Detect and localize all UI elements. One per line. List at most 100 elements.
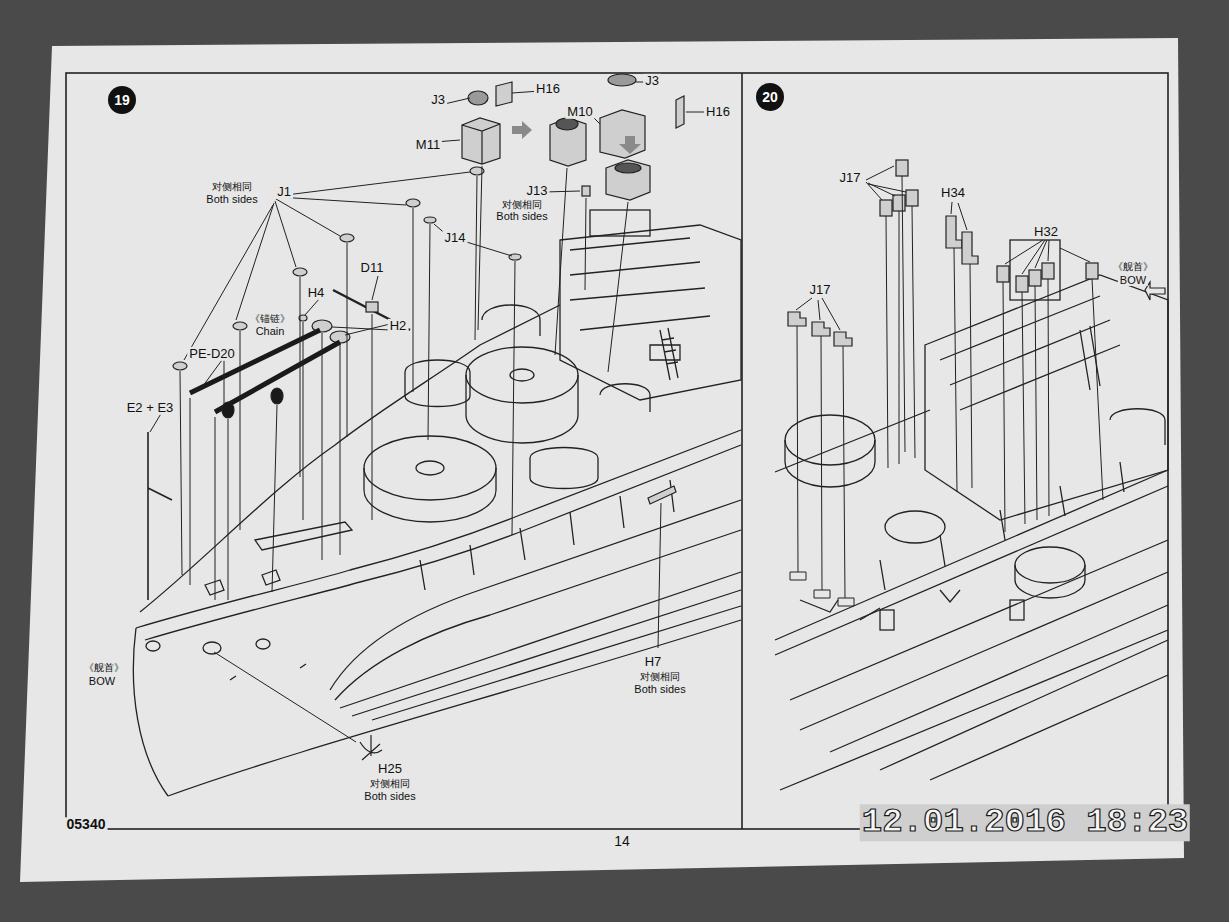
hull-midship-drawing (1110, 409, 1165, 445)
hull-bow-drawing (416, 461, 444, 475)
part-sketches (906, 190, 918, 206)
leader-lines (180, 176, 477, 575)
part-sketches (600, 110, 645, 158)
part-label: 《锚链》 (248, 313, 292, 324)
leader-lines (190, 398, 277, 600)
step-number-text: 20 (762, 90, 778, 104)
hull-midship-drawing (780, 630, 1168, 790)
leader-lines (658, 503, 661, 648)
part-sketches (812, 322, 830, 336)
part-label: H7 (643, 655, 664, 669)
leader-lines (886, 176, 915, 468)
date-stamp: 12.01.2016 18:23 (860, 804, 1190, 841)
part-sketches (946, 216, 962, 248)
part-label: 《舰首》 (1111, 261, 1155, 272)
hull-bow-drawing (340, 572, 741, 708)
hull-bow-drawing (600, 384, 650, 412)
hull-bow-drawing (560, 225, 741, 400)
hull-bow-drawing (530, 448, 598, 489)
hull-bow-drawing (146, 641, 160, 651)
part-label: J3 (429, 93, 447, 107)
hull-midship-drawing (1010, 600, 1024, 620)
part-label: J17 (838, 171, 863, 185)
leader-lines (428, 166, 628, 535)
part-sketches (1016, 276, 1028, 292)
part-label: Both sides (632, 683, 687, 695)
part-sketches (676, 96, 684, 128)
leader-lines (303, 314, 372, 560)
part-label: BOW (87, 675, 117, 687)
hull-midship-drawing (790, 540, 1168, 780)
part-sketches (424, 217, 436, 223)
hull-midship-drawing (925, 275, 1168, 520)
leader-lines (332, 324, 390, 335)
leader-lines (434, 224, 512, 256)
step-number: 19 (108, 86, 136, 114)
step-number: 20 (756, 83, 784, 111)
part-label: M11 (414, 138, 442, 152)
step-number-text: 19 (114, 93, 130, 107)
part-sketches (615, 163, 641, 173)
hull-bow-drawing (133, 628, 168, 796)
part-label: 对侧相同 (638, 671, 682, 682)
hull-midship-drawing (775, 470, 1168, 640)
part-sketches (293, 268, 307, 276)
hull-midship-drawing (880, 610, 894, 630)
part-sketches (462, 118, 500, 164)
hull-bow-drawing (205, 570, 280, 595)
part-sketches (619, 136, 641, 154)
hull-midship-drawing (785, 440, 875, 487)
paper-sheet (20, 38, 1184, 882)
leader-lines (866, 166, 906, 200)
part-sketches (406, 199, 420, 207)
hull-bow-drawing (364, 436, 496, 500)
part-label: 《舰首》 (82, 662, 126, 673)
part-sketches (962, 232, 978, 264)
part-label: H34 (939, 186, 967, 200)
page-number: 14 (612, 834, 632, 849)
part-sketches (360, 735, 382, 760)
leader-lines (797, 326, 845, 598)
part-label: J3 (643, 74, 661, 88)
leader-lines (954, 248, 972, 492)
part-sketches (173, 362, 187, 370)
hull-bow-drawing (335, 530, 741, 700)
hull-bow-drawing (364, 468, 496, 522)
part-sketches (582, 186, 590, 196)
leader-lines (951, 202, 967, 230)
hull-bow-drawing (255, 522, 352, 550)
part-label: Both sides (362, 790, 417, 802)
part-sketches (788, 312, 806, 326)
part-sketches (468, 91, 488, 105)
part-sketches (512, 121, 532, 139)
page-number: 05340 (65, 817, 108, 832)
hull-midship-drawing (880, 462, 1124, 590)
leader-lines (435, 82, 710, 142)
part-sketches (1042, 263, 1054, 279)
part-sketches (148, 432, 172, 600)
part-sketches (550, 118, 586, 166)
part-label: H4 (306, 286, 327, 300)
hull-bow-drawing (136, 430, 741, 628)
leader-lines (305, 276, 378, 315)
part-sketches (1029, 270, 1041, 286)
part-sketches (148, 74, 684, 760)
part-label: D11 (359, 261, 386, 275)
part-label: Both sides (204, 193, 259, 205)
part-label: H25 (376, 762, 404, 776)
part-sketches (788, 160, 1165, 346)
part-label: 对侧相同 (368, 778, 412, 789)
leader-lines (790, 572, 854, 606)
hull-bow-drawing (466, 375, 578, 443)
part-sketches (366, 302, 378, 312)
leader-lines (1005, 240, 1090, 274)
part-label: H32 (1032, 225, 1060, 239)
hull-bow-drawing (590, 210, 650, 236)
part-label: BOW (1118, 274, 1148, 286)
hull-midship-drawing (1015, 565, 1085, 598)
paper-sheet (741, 73, 743, 829)
paper-sheet (20, 38, 1184, 882)
part-sketches (608, 74, 636, 86)
